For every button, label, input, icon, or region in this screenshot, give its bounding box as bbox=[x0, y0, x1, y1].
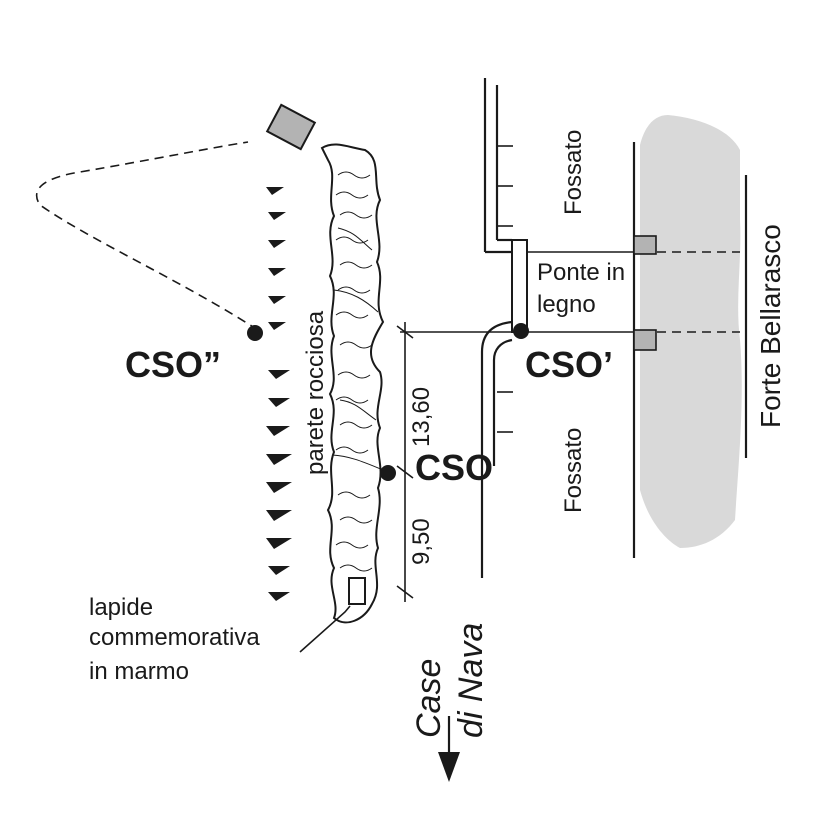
road-lower-inner bbox=[492, 338, 513, 466]
label-dim-upper: 13,60 bbox=[408, 387, 435, 447]
ponte-in-legno bbox=[511, 239, 528, 333]
lapide-commemorativa bbox=[348, 577, 366, 605]
label-dim-lower: 9,50 bbox=[408, 518, 435, 565]
label-forte: Forte Bellarasco bbox=[755, 224, 786, 428]
rock-hatching bbox=[331, 171, 389, 572]
dashed-path bbox=[35, 141, 259, 331]
upper-fossato-ticks bbox=[497, 145, 513, 227]
label-ponte-2: legno bbox=[537, 291, 596, 318]
label-cso: CSO bbox=[415, 447, 493, 488]
road-lower-outer bbox=[480, 320, 513, 578]
ponte-pillar-bottom bbox=[633, 329, 657, 351]
label-lapide-3: in marmo bbox=[89, 658, 189, 685]
upper-marker bbox=[265, 103, 317, 151]
label-fossato-top: Fossato bbox=[560, 130, 587, 215]
lower-fossato-ticks bbox=[497, 391, 513, 433]
label-case: Case bbox=[410, 659, 448, 738]
label-parete: parete rocciosa bbox=[302, 310, 329, 475]
slope-symbols bbox=[266, 187, 292, 601]
cso-main-dot bbox=[380, 465, 396, 481]
cso-double-dot bbox=[247, 325, 263, 341]
label-cso-prime: CSO’ bbox=[525, 344, 613, 385]
dimension-line bbox=[396, 322, 512, 602]
label-fossato-bottom: Fossato bbox=[560, 428, 587, 513]
label-lapide-2: commemorativa bbox=[89, 624, 260, 651]
label-di-nava: di Nava bbox=[452, 623, 490, 738]
parete-rocciosa bbox=[320, 143, 385, 624]
label-ponte-1: Ponte in bbox=[537, 259, 625, 286]
ponte-pillar-top bbox=[633, 235, 657, 255]
lapide-leader bbox=[299, 605, 351, 653]
label-lapide-1: lapide bbox=[89, 594, 153, 621]
label-cso-double: CSO” bbox=[125, 344, 221, 385]
cso-prime-dot bbox=[513, 323, 529, 339]
arrow-head bbox=[438, 752, 460, 782]
